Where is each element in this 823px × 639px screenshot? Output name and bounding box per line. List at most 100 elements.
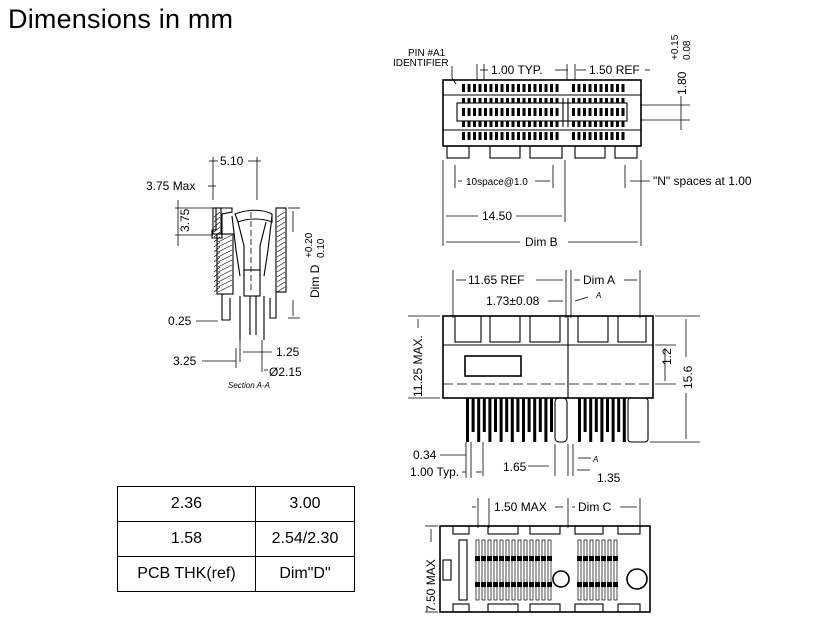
hatch-line <box>213 246 221 253</box>
hatch-line <box>276 251 286 258</box>
contact <box>550 98 553 103</box>
lead <box>477 398 481 442</box>
table-cell: Dim"D" <box>255 556 355 592</box>
arrow-a-top: A <box>595 291 601 300</box>
top-feet <box>446 145 638 159</box>
contact <box>511 98 515 103</box>
lead <box>499 398 503 442</box>
contact <box>484 121 487 127</box>
contact-spring <box>231 215 273 277</box>
dim-a-label: Dim A <box>583 273 615 287</box>
pitch-label: 1.00 TYP. <box>491 63 543 77</box>
solder-pad <box>499 556 504 561</box>
hatch-line <box>276 266 286 273</box>
lead <box>471 398 475 432</box>
contact <box>577 132 581 140</box>
d-173-label: 1.73±0.08 <box>486 294 540 308</box>
lead <box>505 398 509 432</box>
solder-pad <box>607 556 612 561</box>
solder-pad <box>511 556 516 561</box>
solder-pad <box>595 582 600 587</box>
contact <box>577 84 581 92</box>
hatch-line <box>213 281 221 288</box>
contact <box>588 121 592 127</box>
typ-100-label: 1.00 Typ. <box>410 465 459 479</box>
lead <box>600 398 604 442</box>
contact <box>495 108 498 116</box>
lead <box>550 398 553 432</box>
section-view: 5.10 3.75 Max 3.75 Dim D +0.20 0.10 0.25 <box>146 154 327 390</box>
lead <box>466 398 469 442</box>
contact <box>577 98 581 103</box>
hatch-line <box>213 261 221 268</box>
max-750-label: 7.50 MAX <box>424 559 438 612</box>
solder-pad <box>601 582 606 587</box>
contact <box>544 121 548 127</box>
contact <box>478 84 482 92</box>
peg-left <box>554 397 568 443</box>
contact <box>550 121 553 127</box>
solder-pad <box>523 556 528 561</box>
table-cell: 2.54/2.30 <box>255 521 355 557</box>
contact <box>517 132 520 140</box>
d-025-label: 0.25 <box>168 314 192 328</box>
locating-peg-large <box>626 568 648 590</box>
locating-peg-small <box>552 570 570 588</box>
bottom-tabs <box>452 525 641 613</box>
hatch-line <box>276 236 286 243</box>
lead <box>482 398 486 432</box>
table-row: 1.58 2.54/2.30 <box>117 521 355 557</box>
lead <box>601 539 606 601</box>
tab <box>487 525 519 535</box>
contact <box>500 121 504 127</box>
hatch-line <box>217 254 233 263</box>
contact <box>583 108 586 116</box>
lead <box>527 398 531 432</box>
hatch-line <box>217 234 233 243</box>
tab <box>574 603 604 613</box>
hatch-line <box>213 216 221 223</box>
contact <box>594 98 597 103</box>
hatch-line <box>213 236 221 243</box>
section-caption: Section A-A <box>228 381 270 390</box>
hatch-line <box>276 221 286 228</box>
contact <box>473 98 476 103</box>
lead <box>499 539 504 601</box>
contact <box>517 108 520 116</box>
contact <box>511 132 515 140</box>
contact <box>594 84 597 92</box>
contact <box>506 84 509 92</box>
tab <box>529 603 561 613</box>
section-hatching <box>213 211 286 293</box>
contact <box>522 84 526 92</box>
contact <box>583 98 586 103</box>
contact <box>555 84 559 92</box>
solder-pad <box>493 582 498 587</box>
lead <box>544 398 548 442</box>
solder-pad <box>595 556 600 561</box>
contact <box>544 108 548 116</box>
contact <box>621 132 625 140</box>
hatch-line <box>276 286 286 293</box>
max-height-label: 3.75 Max <box>146 179 195 193</box>
contact <box>517 121 520 127</box>
contact <box>572 121 575 127</box>
height-base-label: 1.80 <box>675 71 689 95</box>
contact <box>495 121 498 127</box>
contact <box>528 84 531 92</box>
lead <box>589 539 594 601</box>
hatch-line <box>213 286 221 293</box>
contact <box>572 84 575 92</box>
lead <box>589 398 593 442</box>
contact <box>506 121 509 127</box>
lead <box>493 539 498 601</box>
lead <box>577 539 582 601</box>
contact <box>555 132 559 140</box>
contact <box>533 84 537 92</box>
contact <box>577 121 581 127</box>
contact <box>539 121 542 127</box>
lead <box>494 398 497 432</box>
hatch-line <box>276 211 286 218</box>
housing-wall-right <box>275 207 287 293</box>
